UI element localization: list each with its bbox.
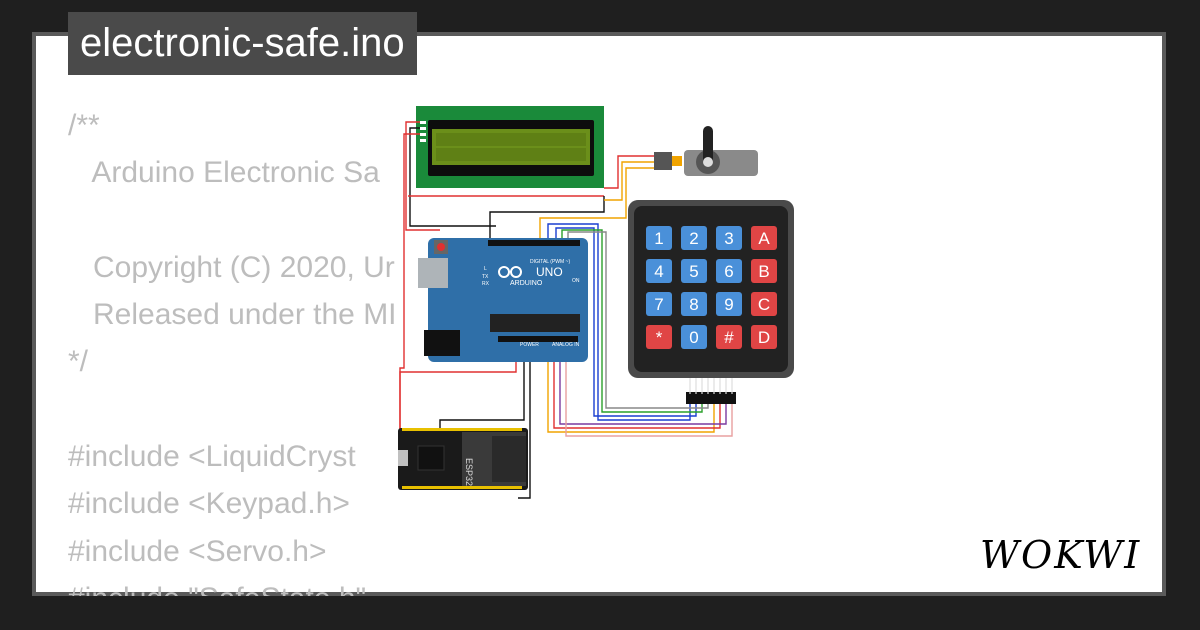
wires [399, 121, 733, 499]
servo-motor [654, 126, 758, 176]
rx-label: RX [482, 281, 490, 287]
keypad-key-label: 2 [689, 229, 698, 248]
keypad-key[interactable]: 8 [681, 292, 707, 316]
on-label: ON [572, 278, 580, 284]
keypad-key[interactable]: 3 [716, 226, 742, 250]
keypad-key[interactable]: 9 [716, 292, 742, 316]
code-block: /** Arduino Electronic Sa Copyright (C) … [68, 102, 397, 596]
keypad-key-label: 9 [724, 295, 733, 314]
keypad-ribbon [689, 378, 733, 394]
wokwi-brand-text: WOKWI [980, 533, 1141, 577]
analog-label: ANALOG IN [552, 342, 580, 348]
keypad-key[interactable]: D [751, 325, 777, 349]
code-line: Arduino Electronic Sa [68, 156, 380, 190]
keypad-key-label: 3 [724, 229, 733, 248]
code-line: #include "SafeState.h" [68, 575, 397, 596]
code-line: Copyright (C) 2020, Ur [68, 250, 395, 284]
keypad-key[interactable]: 2 [681, 226, 707, 250]
keypad-key-label: * [656, 328, 663, 347]
keypad-key-label: 5 [689, 262, 698, 281]
keypad-key[interactable]: 7 [646, 292, 672, 316]
arduino-uno-board: DIGITAL (PWM ~) UNO ARDUINO POWER ANALOG… [418, 238, 588, 362]
keypad-key-label: A [758, 229, 770, 248]
l-label: L [484, 266, 487, 272]
esp32-board: ESP32 [398, 428, 528, 490]
keypad-key[interactable]: A [751, 226, 777, 250]
keypad-key-label: D [758, 328, 770, 347]
wokwi-logo: WOKWI [980, 533, 1141, 577]
code-line: /** [68, 109, 100, 142]
page-title: electronic-safe.ino [68, 12, 417, 75]
membrane-keypad: 1 2 3 A 4 5 6 B 7 8 9 C * 0 # D [628, 200, 794, 404]
keypad-key-label: # [724, 328, 734, 347]
arduino-logo-icon [498, 266, 522, 278]
code-preview: /** Arduino Electronic Sa Copyright (C) … [32, 32, 1166, 596]
keypad-key-label: 8 [689, 295, 698, 314]
lcd-display [416, 106, 604, 188]
keypad-key[interactable]: C [751, 292, 777, 316]
keypad-key[interactable]: # [716, 325, 742, 349]
keypad-key[interactable]: * [646, 325, 672, 349]
keypad-key[interactable]: 0 [681, 325, 707, 349]
code-line: */ [68, 345, 89, 379]
keypad-key-label: C [758, 295, 770, 314]
digital-label: DIGITAL (PWM ~) [530, 259, 570, 265]
keypad-key[interactable]: B [751, 259, 777, 283]
code-line: Released under the MI [68, 298, 397, 332]
arduino-brand: ARDUINO [510, 280, 543, 287]
keypad-key-label: 7 [654, 295, 663, 314]
keypad-key-label: 4 [654, 262, 663, 281]
esp32-label: ESP32 [464, 458, 474, 486]
code-line: #include <Servo.h> [68, 534, 327, 568]
keypad-key-label: 1 [654, 229, 663, 248]
code-line: #include <Keypad.h> [68, 487, 350, 521]
keypad-key-label: 6 [724, 262, 733, 281]
uno-label: UNO [536, 265, 563, 279]
keypad-key-label: 0 [689, 328, 698, 347]
code-line: #include <LiquidCryst [68, 440, 356, 474]
tx-label: TX [482, 274, 489, 280]
keypad-key-label: B [758, 262, 769, 281]
keypad-key[interactable]: 5 [681, 259, 707, 283]
keypad-key[interactable]: 4 [646, 259, 672, 283]
keypad-key[interactable]: 6 [716, 259, 742, 283]
power-label: POWER [520, 342, 539, 348]
keypad-key[interactable]: 1 [646, 226, 672, 250]
